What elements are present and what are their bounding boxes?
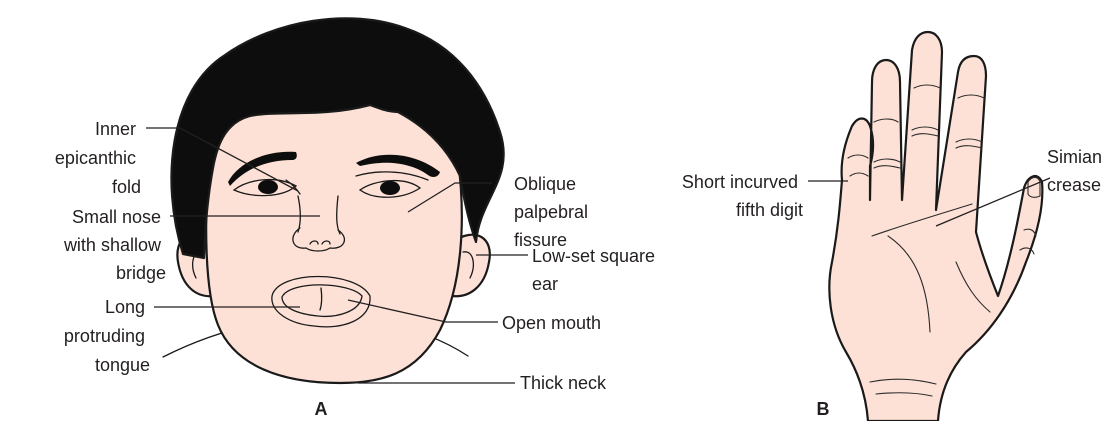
left-pupil xyxy=(258,180,278,194)
panel-a-letter: A xyxy=(315,399,328,419)
label-short-incurved-fifth-digit: Short incurved fifth digit xyxy=(682,172,803,220)
hand-outline xyxy=(829,32,1042,421)
label-low-set-square-ear: Low-set square ear xyxy=(532,246,660,294)
panel-b-letter: B xyxy=(817,399,830,419)
label-simian-crease: Simian crease xyxy=(1047,147,1107,195)
right-pupil xyxy=(380,181,400,195)
panel-a-face-illustration xyxy=(163,18,504,383)
label-open-mouth: Open mouth xyxy=(502,313,601,333)
label-long-tongue: Long protruding tongue xyxy=(64,297,150,375)
label-inner-epicanthic-fold: Inner epicanthic fold xyxy=(55,119,141,197)
label-oblique-palpebral-fissure: Oblique palpebral fissure xyxy=(514,174,593,250)
label-small-nose: Small nose with shallow bridge xyxy=(63,207,166,283)
label-thick-neck: Thick neck xyxy=(520,373,607,393)
panel-b-hand-illustration xyxy=(829,32,1042,421)
